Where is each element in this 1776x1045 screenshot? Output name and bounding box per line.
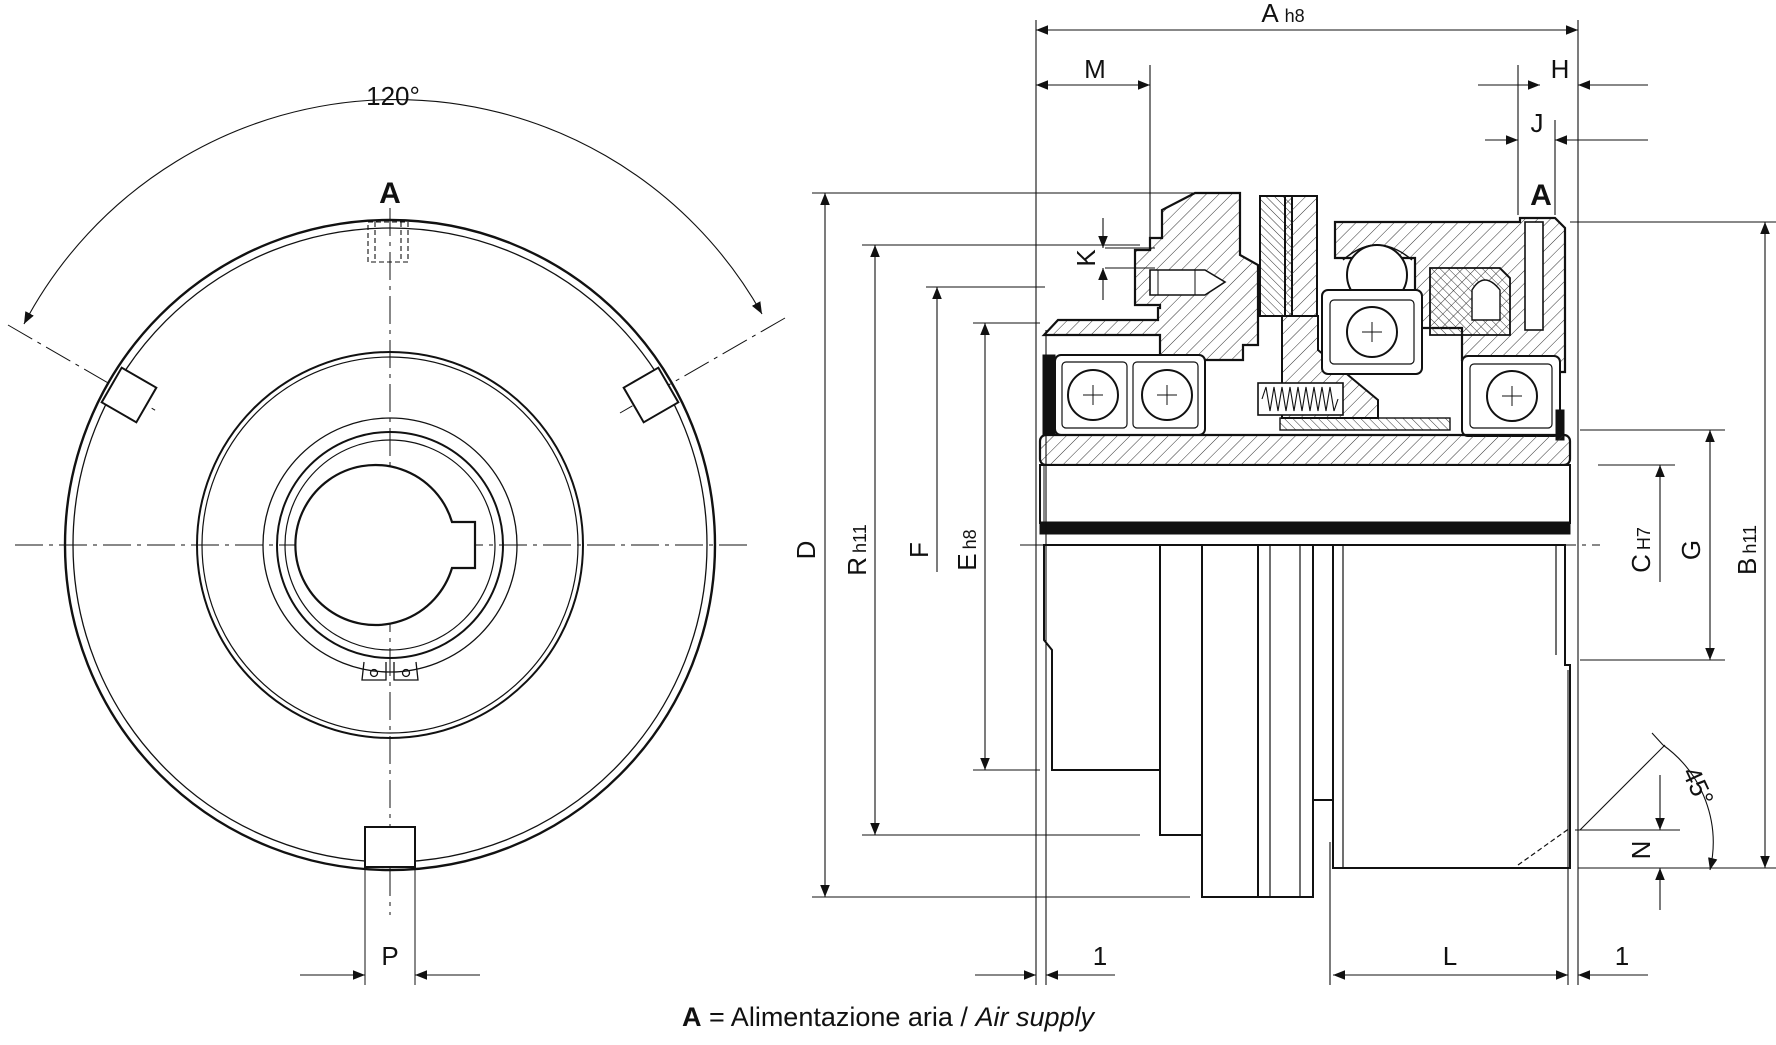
caption: A = Alimentazione aria / Air supply <box>0 1002 1776 1033</box>
dim-label-p: P <box>381 941 398 971</box>
dim-label-n: N <box>1626 841 1656 860</box>
dim-label-k: K <box>1071 249 1101 267</box>
bearing-mid <box>1321 289 1423 375</box>
dim-label-e: Eh8 <box>952 529 982 570</box>
dim-label-l: L <box>1443 941 1457 971</box>
air-port-label-front: A <box>379 177 401 210</box>
dimension-lines <box>812 20 1776 985</box>
front-view <box>7 98 786 985</box>
dim-label-c: CH7 <box>1626 527 1656 573</box>
spring <box>1257 382 1451 431</box>
dim-label-b: Bh11 <box>1732 525 1762 575</box>
bearing-left <box>1042 354 1206 436</box>
dim-label-h: H <box>1551 54 1570 84</box>
air-port-label-section: A <box>1530 179 1552 212</box>
section-view <box>1020 191 1600 898</box>
dim-label-1-left: 1 <box>1093 941 1107 971</box>
dim-label-g: G <box>1676 540 1706 560</box>
caption-english: Air supply <box>975 1002 1094 1032</box>
dim-label-m: M <box>1084 54 1106 84</box>
dim-label-1-right: 1 <box>1615 941 1629 971</box>
dim-label-45: 45° <box>1676 762 1720 810</box>
dim-label-d: D <box>791 541 821 560</box>
dim-label-j: J <box>1531 108 1544 138</box>
angle-label: 120° <box>366 81 420 111</box>
dim-label-r: Rh11 <box>842 524 872 575</box>
caption-key: A <box>682 1002 702 1032</box>
bearing-right <box>1461 355 1565 441</box>
caption-italian: = Alimentazione aria / <box>709 1002 976 1032</box>
dim-label-f: F <box>904 542 934 558</box>
